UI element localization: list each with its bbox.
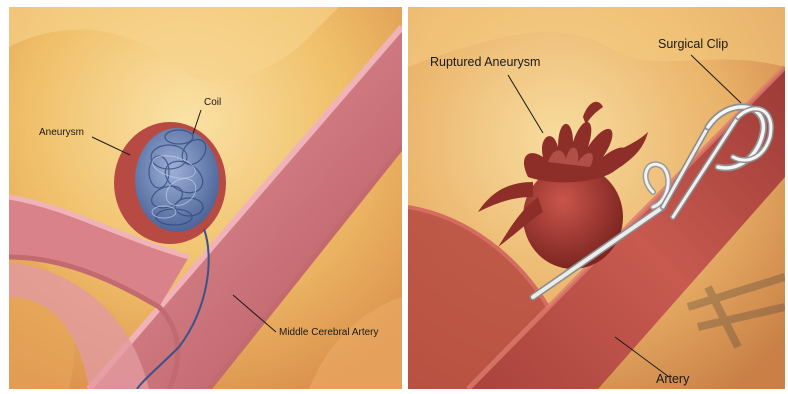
coil-embolization-illustration: Coil Aneurysm Middle Cerebral Artery <box>9 7 402 389</box>
ruptured-aneurysm-label: Ruptured Aneurysm <box>430 56 540 69</box>
aneurysm-label: Aneurysm <box>39 128 84 138</box>
artery-label: Artery <box>656 373 689 386</box>
coil-label: Coil <box>204 98 221 108</box>
middle-cerebral-artery-label: Middle Cerebral Artery <box>279 328 378 338</box>
surgical-clip-illustration: Ruptured Aneurysm Surgical Clip Artery <box>408 7 785 389</box>
surgical-clip-label: Surgical Clip <box>658 38 728 51</box>
